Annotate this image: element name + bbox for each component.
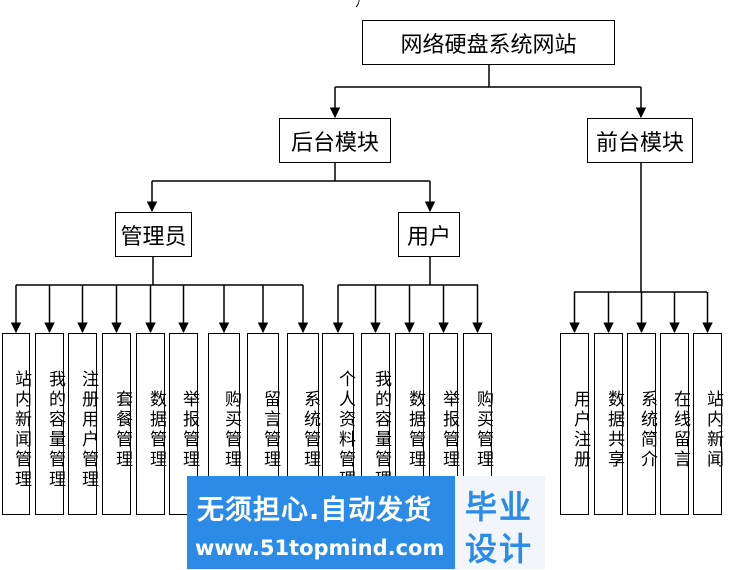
- leaf-frontend-module-label: 在线留言: [670, 390, 690, 470]
- leaf-admin-module-label: 数据管理: [146, 390, 166, 470]
- leaf-frontend-module-2: 系统简介: [627, 333, 657, 515]
- watermark-badge-line2: 设计: [465, 530, 534, 568]
- leaf-frontend-module-0: 用户注册: [560, 333, 590, 515]
- leaf-admin-module-0: 站内新闻管理: [2, 333, 31, 515]
- leaf-user-module-label: 个人资料管理: [335, 370, 355, 490]
- leaf-admin-module-2: 注册用户管理: [68, 333, 98, 515]
- leaf-frontend-module-label: 站内新闻: [703, 390, 723, 470]
- node-backend: 后台模块: [279, 118, 391, 163]
- watermark-badge: 毕业 设计: [455, 476, 545, 569]
- leaf-user-module-label: 举报管理: [439, 390, 459, 470]
- leaf-frontend-module-4: 站内新闻: [693, 333, 723, 515]
- leaf-admin-module-3: 套餐管理: [102, 333, 132, 515]
- watermark-slogan: 无须担心.自动发货: [197, 495, 433, 526]
- leaf-user-module-label: 购买管理: [473, 390, 493, 470]
- leaf-admin-module-label: 留言管理: [260, 390, 280, 470]
- node-root-label: 网络硬盘系统网站: [400, 32, 577, 58]
- node-user-label: 用户: [406, 224, 451, 250]
- leaf-user-module-label: 我的容量管理: [371, 370, 391, 490]
- leaf-frontend-module-3: 在线留言: [660, 333, 690, 515]
- leaf-frontend-module-label: 用户注册: [570, 390, 590, 470]
- leaf-user-module-label: 数据管理: [405, 390, 425, 470]
- leaf-frontend-module-label: 系统简介: [637, 390, 657, 470]
- leaf-admin-module-1: 我的容量管理: [35, 333, 65, 515]
- node-frontend: 前台模块: [587, 118, 693, 163]
- node-user: 用户: [398, 212, 460, 257]
- node-root: 网络硬盘系统网站: [362, 20, 615, 65]
- watermark-banner: 无须担心.自动发货 www.51topmind.com: [187, 476, 455, 569]
- node-frontend-label: 前台模块: [595, 130, 684, 156]
- leaf-admin-module-label: 举报管理: [179, 390, 199, 470]
- leaf-admin-module-label: 购买管理: [221, 390, 241, 470]
- leaf-frontend-module-1: 数据共享: [594, 333, 624, 515]
- leaf-frontend-module-label: 数据共享: [604, 390, 624, 470]
- leaf-admin-module-5: 举报管理: [169, 333, 199, 515]
- watermark-badge-line1: 毕业: [465, 488, 534, 526]
- leaf-admin-module-4: 数据管理: [136, 333, 166, 515]
- node-backend-label: 后台模块: [290, 130, 379, 156]
- leaf-admin-module-label: 注册用户管理: [78, 370, 98, 490]
- leaf-admin-module-label: 系统管理: [300, 390, 320, 470]
- watermark-url: www.51topmind.com: [195, 536, 445, 560]
- node-admin: 管理员: [115, 212, 192, 257]
- leaf-admin-module-label: 套餐管理: [112, 390, 132, 470]
- cropped-text-fragment: ﾉ: [355, 0, 362, 10]
- node-admin-label: 管理员: [120, 224, 187, 250]
- leaf-admin-module-label: 我的容量管理: [45, 370, 65, 490]
- leaf-admin-module-label: 站内新闻管理: [11, 370, 31, 490]
